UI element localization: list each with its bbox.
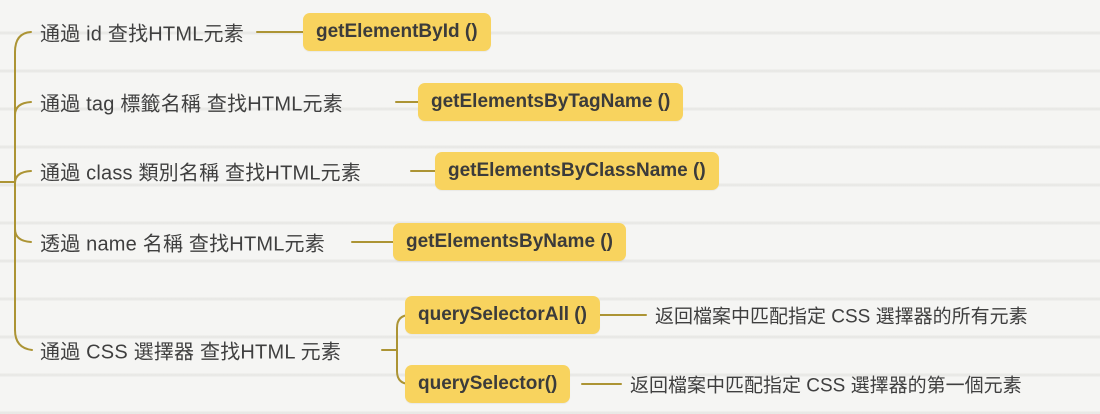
method-node-getelementbyid[interactable]: getElementById () xyxy=(303,13,491,51)
branch-label-css-selector[interactable]: 通過 CSS 選擇器 查找HTML 元素 xyxy=(40,341,342,364)
twig-branch-tag xyxy=(14,101,32,116)
method-node-getelementsbyclassname[interactable]: getElementsByClassName () xyxy=(435,152,719,190)
method-node-queryselectorall[interactable]: querySelectorAll () xyxy=(405,296,600,334)
description-queryselector: 返回檔案中匹配指定 CSS 選擇器的第一個元素 xyxy=(630,375,1022,397)
description-queryselectorall: 返回檔案中匹配指定 CSS 選擇器的所有元素 xyxy=(655,306,1028,328)
trunk-bracket xyxy=(14,31,33,351)
twig-branch-class xyxy=(14,170,32,184)
css-sub-bracket xyxy=(396,314,411,385)
branch-label-class[interactable]: 通過 class 類別名稱 查找HTML元素 xyxy=(40,162,362,185)
method-node-getelementsbytagname[interactable]: getElementsByTagName () xyxy=(418,83,684,121)
branch-label-id[interactable]: 通過 id 查找HTML元素 xyxy=(40,23,244,46)
twig-branch-name xyxy=(14,228,32,243)
method-node-getelementsbyname[interactable]: getElementsByName () xyxy=(393,223,626,261)
branch-label-tag[interactable]: 通過 tag 標籤名稱 查找HTML元素 xyxy=(40,93,343,116)
method-node-queryselector[interactable]: querySelector() xyxy=(405,365,571,403)
branch-label-name[interactable]: 透過 name 名稱 查找HTML元素 xyxy=(40,233,325,256)
